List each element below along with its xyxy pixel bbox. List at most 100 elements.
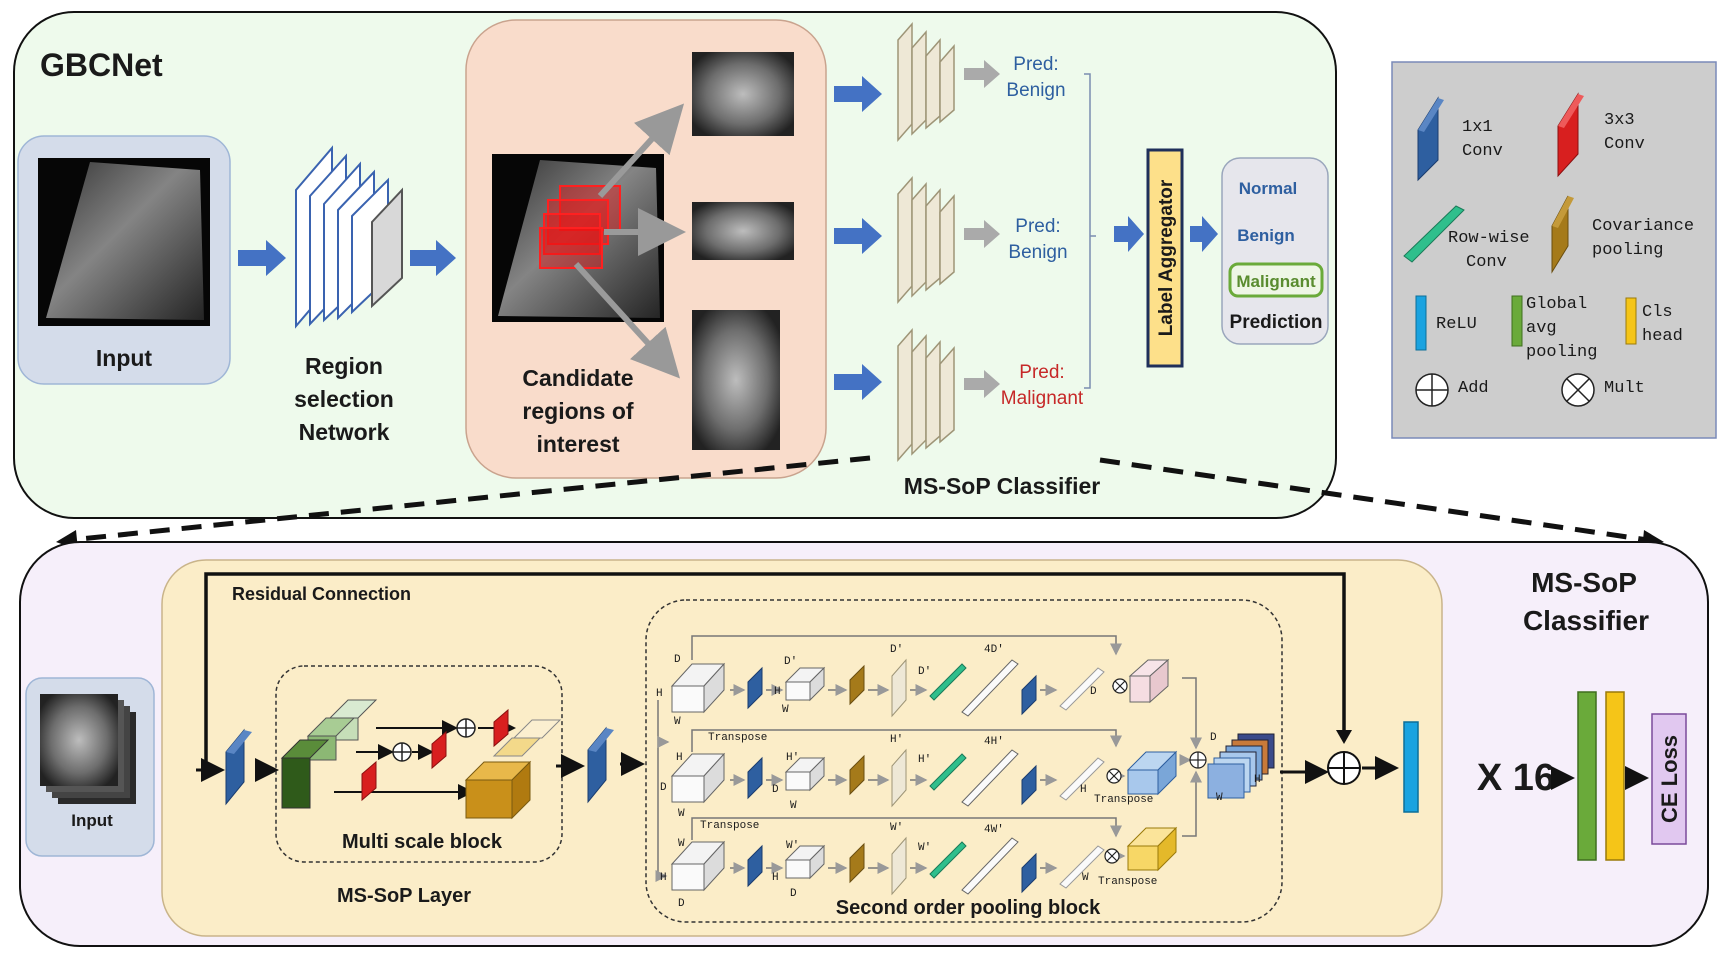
pred-3-line1: Pred:	[1019, 362, 1064, 383]
legend-covpool-2: pooling	[1592, 241, 1663, 260]
input-ultrasound-fan	[46, 162, 204, 320]
dim-r2-Hp-2: H′	[890, 734, 903, 746]
outcome-normal: Normal	[1239, 179, 1298, 198]
residual-arrowhead	[1336, 730, 1352, 744]
dim-r1-Dp: D′	[784, 656, 797, 668]
legend-rowconv-1: Row-wise	[1448, 229, 1530, 248]
candidate-crop-arrows	[573, 103, 686, 379]
ms-sop-title-2: Classifier	[1523, 605, 1649, 636]
ms-sop-input-label: Input	[71, 811, 113, 830]
arrows-crops-to-classifiers	[834, 76, 882, 400]
row-conv-icon	[1403, 205, 1465, 263]
pred-bracket	[1084, 73, 1096, 389]
dim-r1-D: D	[674, 654, 681, 666]
conv1-icon	[1417, 96, 1444, 182]
crop-image-2	[692, 202, 794, 260]
arrow-to-aggregator	[1114, 216, 1144, 252]
input-label: Input	[96, 345, 153, 371]
dim-r2-W-2: W	[790, 800, 797, 812]
legend-cls-1: Cls	[1642, 303, 1673, 322]
prediction-label: Prediction	[1230, 312, 1323, 333]
dim-r1-W: W	[674, 716, 681, 728]
sop-add-icon	[1189, 751, 1207, 769]
zoom-dashed-lines	[69, 455, 1649, 543]
sop-row1-mult-icon	[1112, 678, 1128, 694]
multiscale-label: Multi scale block	[342, 831, 503, 853]
sop-row1	[670, 658, 1170, 718]
residual-connection-label: Residual Connection	[232, 584, 411, 604]
candidate-label-3: interest	[536, 431, 619, 457]
multiscale-red-convs	[361, 708, 509, 802]
multiscale-green-stack	[280, 699, 378, 809]
multiscale-add-icon-1	[392, 742, 412, 762]
classifier-stack-3	[897, 328, 955, 462]
legend-conv3-2: Conv	[1604, 135, 1645, 154]
dim-r3-Wp-3: W′	[918, 842, 931, 854]
dim-r2-D-out: D	[1210, 732, 1217, 744]
dim-r2-H-2: H	[1080, 784, 1087, 796]
region-label-3: Network	[299, 419, 390, 445]
arrow-rsn-to-candidates	[410, 240, 456, 276]
sop-main-flow-arrows	[655, 700, 670, 882]
arrow-input-to-rsn	[238, 240, 286, 276]
crop-image-3	[692, 310, 780, 450]
legend-gap-1: Global	[1526, 295, 1587, 314]
dim-r3-W: W	[678, 838, 685, 850]
cov-pool-icon	[1551, 195, 1574, 274]
arrows-to-preds	[964, 60, 1000, 398]
ms-sop-classifier-label: MS-SoP Classifier	[904, 473, 1100, 499]
sop-dimension-labels: D H W D′ H W D′ D′ 4D′ D Transpose H D W…	[656, 644, 1261, 910]
legend-gap-2: avg	[1526, 319, 1557, 338]
sop-row3-mult-icon	[1104, 848, 1120, 864]
dim-r2-H-out: H	[1254, 774, 1261, 786]
legend-cls-2: head	[1642, 327, 1683, 346]
dim-r2-Hp-3: H′	[918, 754, 931, 766]
dim-r3-H: H	[660, 872, 667, 884]
dim-r3-transpose-2: Transpose	[1098, 876, 1157, 888]
first-conv1	[225, 728, 252, 806]
ms-sop-layer-label: MS-SoP Layer	[337, 885, 471, 907]
legend-gap-3: pooling	[1526, 343, 1597, 362]
second-conv1	[587, 726, 614, 804]
dim-r2-W-out: W	[1216, 792, 1223, 804]
ce-loss-label: CE Loss	[1657, 735, 1682, 823]
relu-icon	[1415, 295, 1427, 351]
dim-r3-Wp-2: W′	[890, 822, 903, 834]
sop-row3	[670, 826, 1178, 896]
dim-r2-H: H	[676, 752, 683, 764]
dim-r1-D-2: D	[1090, 686, 1097, 698]
sop-row2	[670, 748, 1178, 808]
dim-r3-W-2: W	[1082, 872, 1089, 884]
dim-r3-transpose: Transpose	[700, 820, 759, 832]
region-selection-network-icon	[295, 145, 403, 329]
dim-r3-W4: 4W′	[984, 824, 1004, 836]
dim-r1-Dp-2: D′	[890, 644, 903, 656]
dim-r1-D4: 4D′	[984, 644, 1004, 656]
candidate-red-boxes	[539, 185, 621, 269]
dim-r2-D: D	[660, 782, 667, 794]
label-aggregator-text: Label Aggregator	[1156, 179, 1177, 336]
dim-r2-W: W	[678, 808, 685, 820]
residual-connection-path	[204, 572, 1346, 770]
outcome-malignant-highlight	[1228, 262, 1324, 298]
legend-conv3-1: 3x3	[1604, 111, 1635, 130]
sop-label: Second order pooling block	[836, 897, 1101, 919]
dim-r2-transpose: Transpose	[708, 732, 767, 744]
multiscale-add-icon-2	[456, 718, 476, 738]
dim-r3-D-2: D	[790, 888, 797, 900]
region-label-1: Region	[305, 353, 383, 379]
dim-r3-H-2: H	[772, 872, 779, 884]
pred-2-line2: Benign	[1008, 242, 1067, 263]
times-label: X 16	[1477, 757, 1555, 799]
legend-add: Add	[1458, 379, 1489, 398]
cls-icon	[1625, 297, 1637, 345]
classifier-stack-1	[897, 22, 955, 142]
sop-output-stack	[1207, 733, 1275, 799]
sop-row2-mult-icon	[1106, 768, 1122, 784]
dim-r2-H4: 4H′	[984, 736, 1004, 748]
candidate-label-2: regions of	[522, 398, 634, 424]
dim-r1-W-2: W	[782, 704, 789, 716]
legend-conv1-2: Conv	[1462, 142, 1503, 161]
outcome-malignant: Malignant	[1236, 272, 1316, 291]
pred-1-line2: Benign	[1006, 80, 1065, 101]
